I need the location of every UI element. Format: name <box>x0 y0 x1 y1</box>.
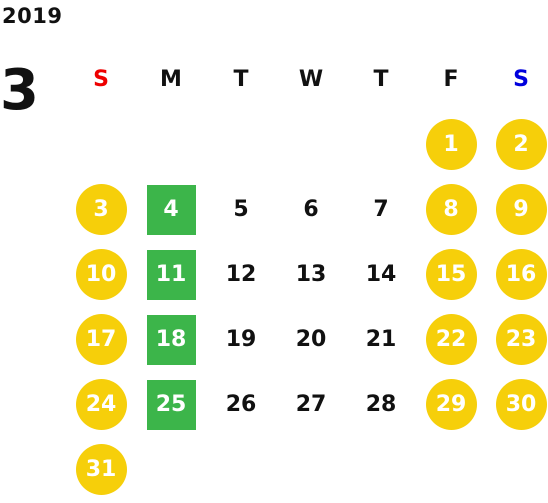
calendar-month: 3 <box>0 58 39 123</box>
calendar-day[interactable]: 8 <box>425 184 477 235</box>
calendar-cell: 20 <box>276 307 346 372</box>
calendar-day[interactable]: 7 <box>373 197 389 222</box>
calendar-day[interactable]: 4 <box>146 184 196 235</box>
weekday-label: T <box>373 67 389 92</box>
calendar-week-row: 24 25 26 27 28 29 30 <box>66 372 548 437</box>
calendar-cell: 8 <box>416 177 486 242</box>
calendar-cell: 2 <box>486 112 548 177</box>
calendar-day[interactable]: 14 <box>365 262 397 287</box>
calendar-cell <box>346 437 416 502</box>
calendar-cell <box>136 112 206 177</box>
calendar-day[interactable]: 23 <box>495 314 547 365</box>
calendar-cell: 10 <box>66 242 136 307</box>
calendar-day[interactable]: 27 <box>295 392 327 417</box>
calendar-cell: 13 <box>276 242 346 307</box>
calendar-cell <box>206 112 276 177</box>
calendar-day[interactable]: 10 <box>75 249 127 300</box>
calendar-day[interactable]: 28 <box>365 392 397 417</box>
calendar-day[interactable]: 19 <box>225 327 257 352</box>
calendar-cell: 3 <box>66 177 136 242</box>
calendar-cell: 30 <box>486 372 548 437</box>
calendar-cell: 14 <box>346 242 416 307</box>
calendar-cell: 23 <box>486 307 548 372</box>
calendar-cell <box>276 112 346 177</box>
calendar-day[interactable]: 3 <box>75 184 127 235</box>
weekday-label: M <box>160 67 182 92</box>
calendar-day[interactable]: 18 <box>146 314 196 365</box>
calendar-cell: 17 <box>66 307 136 372</box>
calendar-cell: 29 <box>416 372 486 437</box>
calendar-day[interactable]: 22 <box>425 314 477 365</box>
calendar-cell: 6 <box>276 177 346 242</box>
calendar-day[interactable]: 21 <box>365 327 397 352</box>
weekday-label: W <box>298 67 324 92</box>
calendar-cell: 18 <box>136 307 206 372</box>
calendar-cell: 24 <box>66 372 136 437</box>
calendar-cell: 28 <box>346 372 416 437</box>
calendar-day[interactable]: 9 <box>495 184 547 235</box>
calendar-day[interactable]: 29 <box>425 379 477 430</box>
calendar-year: 2019 <box>2 4 63 28</box>
calendar-week-row: 31 <box>66 437 546 502</box>
calendar-cell <box>206 437 276 502</box>
calendar-cell: 27 <box>276 372 346 437</box>
calendar-day[interactable]: 24 <box>75 379 127 430</box>
calendar-cell: 31 <box>66 437 136 502</box>
calendar-day[interactable]: 26 <box>225 392 257 417</box>
calendar-cell <box>276 437 346 502</box>
weekday-label: F <box>443 67 459 92</box>
calendar-day[interactable]: 16 <box>495 249 547 300</box>
calendar-day[interactable]: 1 <box>425 119 477 170</box>
calendar-day[interactable]: 15 <box>425 249 477 300</box>
calendar-day[interactable]: 13 <box>295 262 327 287</box>
calendar-week-row: 10 11 12 13 14 15 16 <box>66 242 548 307</box>
calendar-day[interactable]: 25 <box>146 379 196 430</box>
calendar-cell: 1 <box>416 112 486 177</box>
calendar-day[interactable]: 5 <box>233 197 249 222</box>
calendar-cell: 21 <box>346 307 416 372</box>
calendar-cell: 9 <box>486 177 548 242</box>
calendar-cell: 16 <box>486 242 548 307</box>
calendar-cell <box>416 437 486 502</box>
calendar-day[interactable]: 6 <box>303 197 319 222</box>
calendar-day[interactable]: 30 <box>495 379 547 430</box>
calendar-cell: 15 <box>416 242 486 307</box>
calendar-cell: 19 <box>206 307 276 372</box>
calendar-week-row: 17 18 19 20 21 22 23 <box>66 307 548 372</box>
calendar-day[interactable]: 20 <box>295 327 327 352</box>
calendar-cell: 26 <box>206 372 276 437</box>
calendar-cell <box>346 112 416 177</box>
calendar-cell <box>66 112 136 177</box>
calendar-cell: 5 <box>206 177 276 242</box>
calendar-day[interactable]: 11 <box>146 249 196 300</box>
calendar-cell <box>486 437 548 502</box>
calendar-day[interactable]: 2 <box>495 119 547 170</box>
calendar-day[interactable]: 12 <box>225 262 257 287</box>
calendar-cell: 4 <box>136 177 206 242</box>
calendar-cell: 25 <box>136 372 206 437</box>
calendar-cell <box>136 437 206 502</box>
calendar-cell: 22 <box>416 307 486 372</box>
calendar-cell: 11 <box>136 242 206 307</box>
calendar-day[interactable]: 31 <box>75 444 127 495</box>
weekday-label: S <box>513 67 529 92</box>
calendar-cell: 12 <box>206 242 276 307</box>
weekday-label: S <box>93 67 109 92</box>
calendar-day[interactable]: 17 <box>75 314 127 365</box>
weekday-label: T <box>233 67 249 92</box>
calendar-cell: 7 <box>346 177 416 242</box>
